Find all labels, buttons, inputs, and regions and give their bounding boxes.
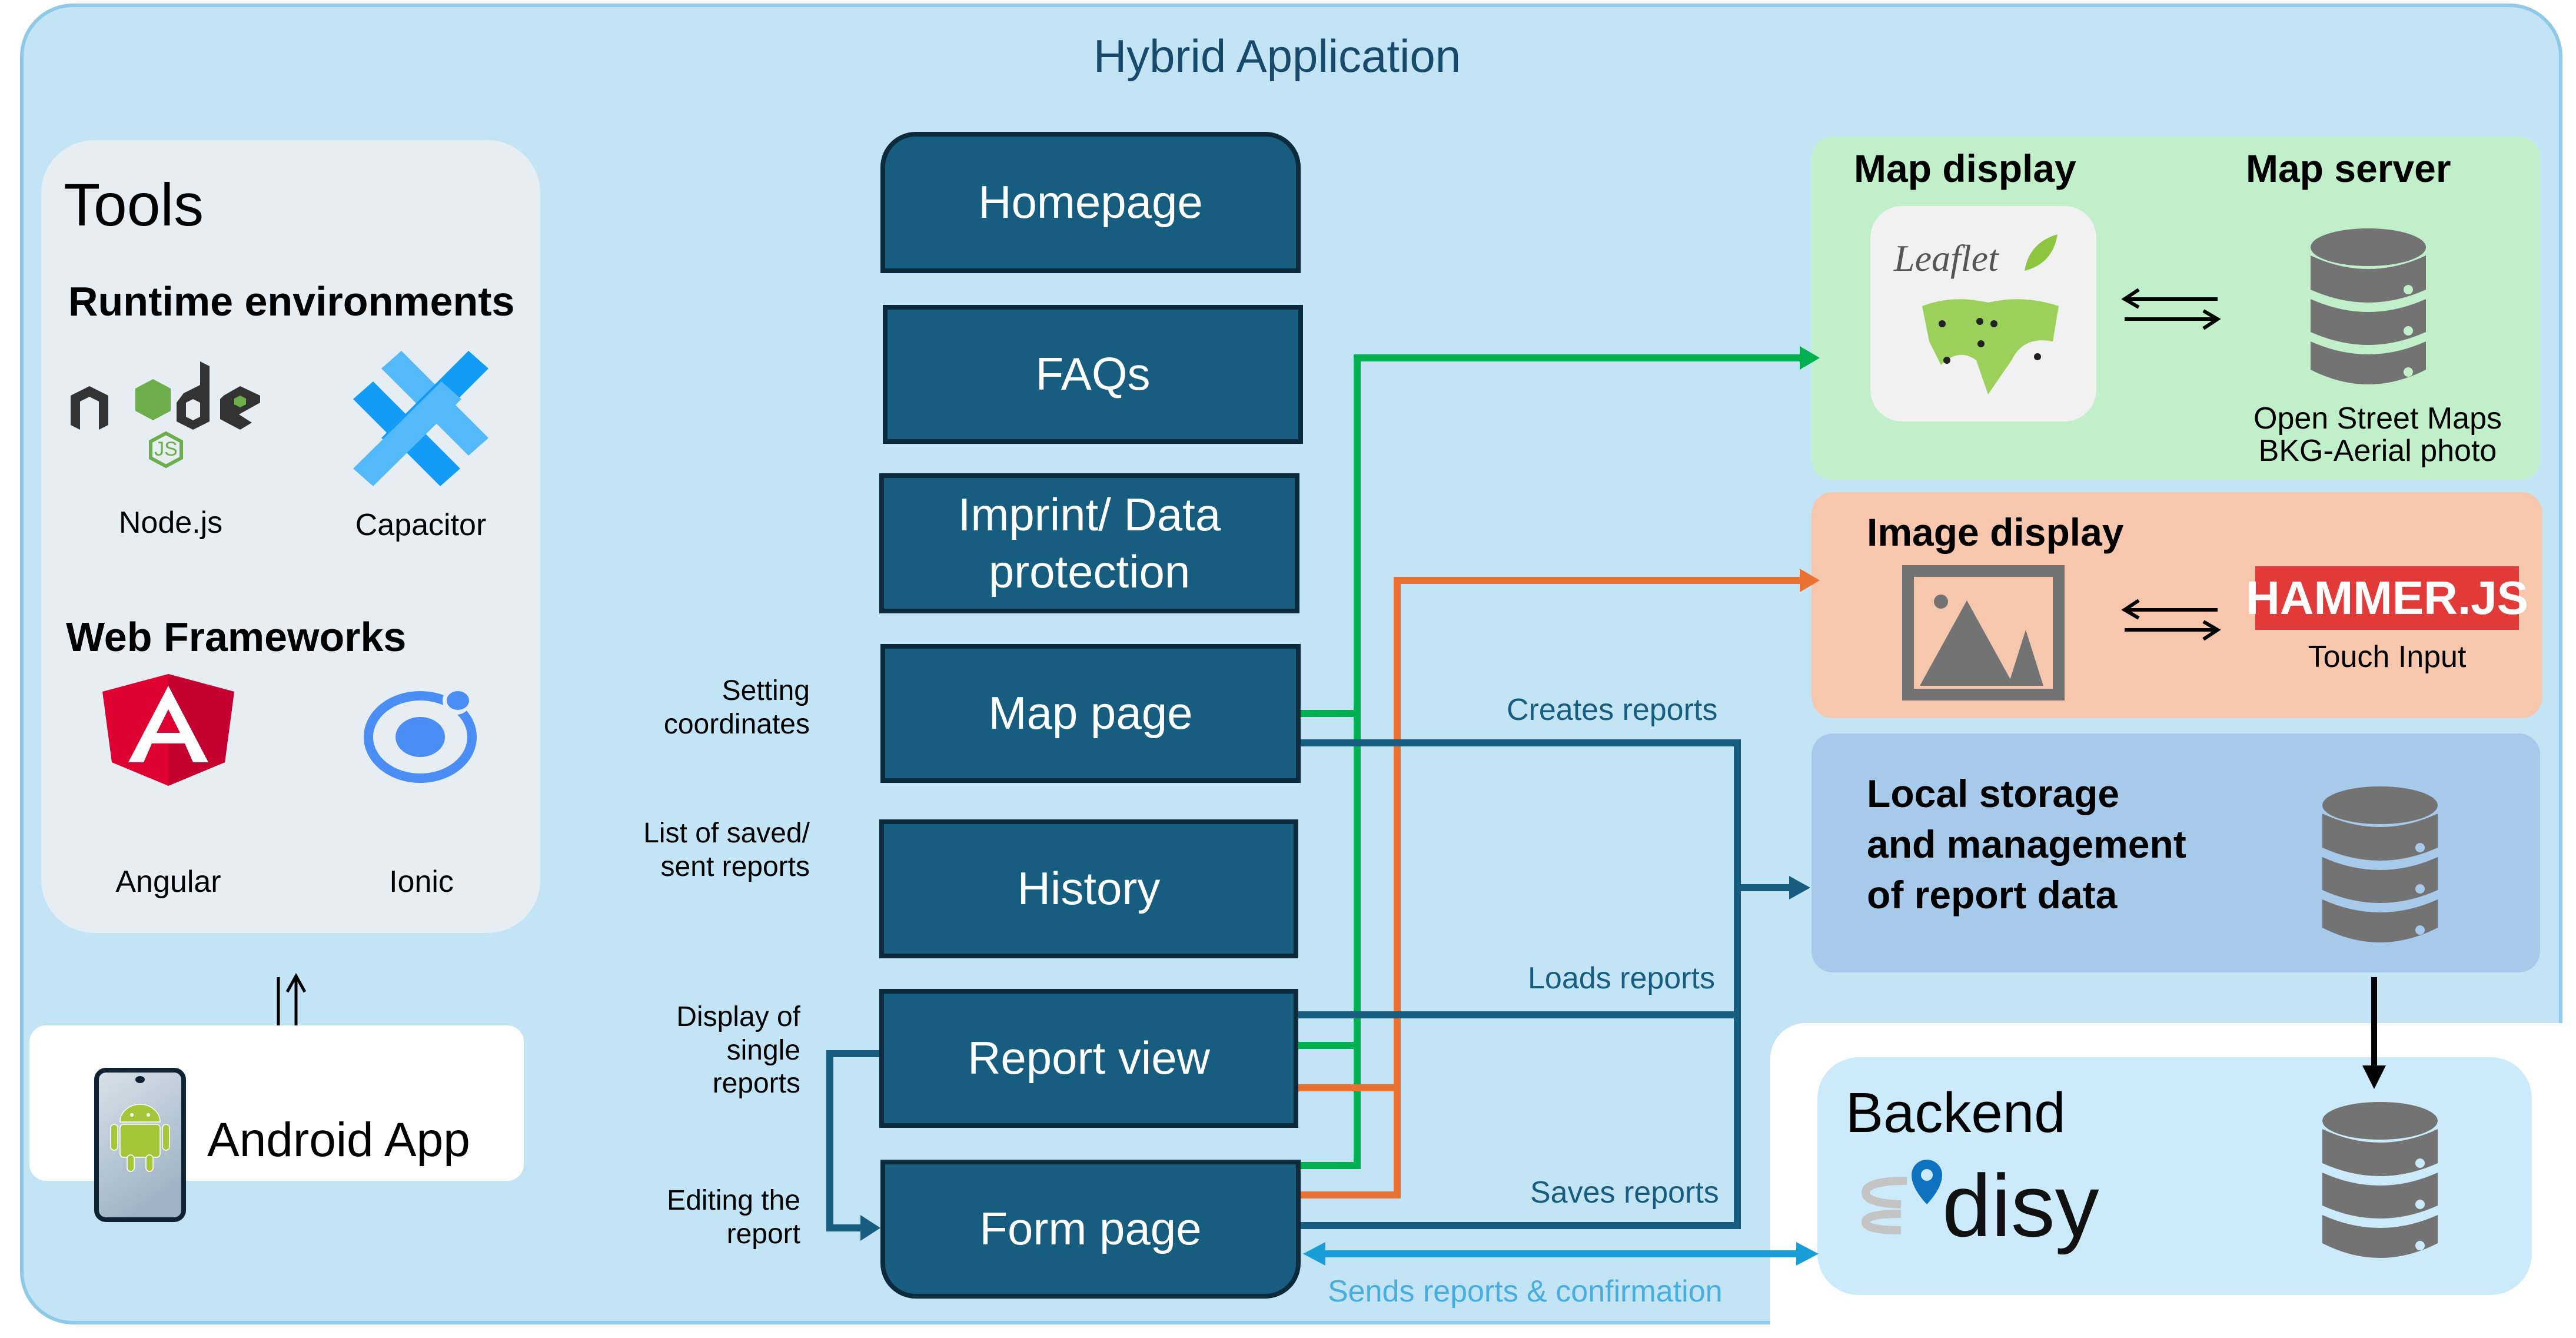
leaflet-wordmark: Leaflet: [1893, 237, 2000, 279]
creates-reports-label: Creates reports: [1507, 693, 1718, 727]
ionic-label: Ionic: [389, 865, 454, 899]
loads-reports-label: Loads reports: [1528, 961, 1715, 995]
android-app-label: Android App: [207, 1113, 470, 1167]
page-faqs-label: FAQs: [1035, 348, 1151, 400]
page-faqs[interactable]: FAQs: [883, 305, 1303, 444]
map-display-connector: [1298, 354, 1800, 1169]
angular-label: Angular: [115, 865, 221, 899]
image-display-heading: Image display: [1867, 510, 2124, 554]
note-map-page: Setting coordinates: [663, 675, 810, 740]
nodejs-logo-icon: JS: [66, 360, 272, 493]
capacitor-logo-icon: [353, 351, 488, 486]
map-server-database-icon: [2311, 228, 2426, 390]
hammerjs-caption: Touch Input: [2308, 640, 2467, 674]
note-form-page: Editing the report: [667, 1185, 800, 1250]
local-database-icon: [2322, 786, 2438, 948]
storage-arrowhead-icon: [1789, 876, 1810, 899]
note-report-view: Display of single reports: [676, 1001, 800, 1100]
svg-text:JS: JS: [154, 438, 178, 460]
note-history: List of saved/ sent reports: [643, 818, 810, 882]
disy-logo-icon: [1860, 1157, 1942, 1240]
angular-logo-icon: [102, 674, 234, 786]
sends-reports-label: Sends reports & confirmation: [1328, 1274, 1723, 1309]
nodejs-label: Node.js: [118, 506, 223, 540]
storage-heading-2: and management: [1867, 822, 2186, 866]
page-map-label: Map page: [988, 687, 1193, 739]
page-form[interactable]: Form page: [880, 1160, 1301, 1299]
page-report-view-label: Report view: [968, 1032, 1210, 1084]
leaflet-logo-icon: Leaflet: [1870, 206, 2096, 421]
storage-heading: Local storage and management of report d…: [1867, 769, 2186, 920]
storage-heading-1: Local storage: [1867, 772, 2120, 815]
image-placeholder-icon: [1902, 565, 2065, 732]
page-history-label: History: [1017, 862, 1161, 915]
diagram-title: Hybrid Application: [1093, 30, 1461, 82]
page-form-label: Form page: [979, 1203, 1202, 1255]
page-imprint[interactable]: Imprint/ Data protection: [879, 473, 1299, 613]
saves-reports-label: Saves reports: [1530, 1176, 1719, 1210]
storage-connector: [826, 739, 1790, 1231]
disy-wordmark: disy: [1942, 1156, 2099, 1255]
map-server-caption: Open Street Maps BKG-Aerial photo: [2248, 403, 2507, 467]
page-report-view[interactable]: Report view: [879, 989, 1298, 1128]
tools-heading: Tools: [64, 171, 204, 238]
page-homepage[interactable]: Homepage: [880, 132, 1301, 273]
map-arrowhead-icon: [1800, 346, 1820, 370]
form-arrowhead-icon: [860, 1215, 880, 1241]
ionic-logo-icon: [364, 683, 481, 783]
image-arrowhead-icon: [1800, 569, 1820, 592]
backend-right-arrowhead-icon: [1796, 1242, 1819, 1266]
storage-heading-3: of report data: [1867, 872, 2118, 917]
sync-arrowhead-icon: [2362, 1065, 2386, 1089]
map-server-caption-1: Open Street Maps: [2253, 401, 2502, 436]
map-server-heading: Map server: [2246, 147, 2451, 190]
page-imprint-label: Imprint/ Data protection: [958, 488, 1221, 598]
frameworks-heading: Web Frameworks: [66, 614, 407, 660]
android-phone-icon: [94, 1068, 186, 1222]
page-homepage-label: Homepage: [978, 176, 1203, 228]
page-history[interactable]: History: [879, 819, 1298, 958]
swap-arrows-icon: [2121, 288, 2221, 330]
runtime-heading: Runtime environments: [68, 278, 515, 324]
image-display-connector: [1298, 577, 1800, 1198]
backend-left-arrowhead-icon: [1303, 1242, 1325, 1266]
swap-arrows-icon: [2121, 599, 2221, 641]
backend-heading: Backend: [1846, 1081, 2066, 1144]
tools-panel: [41, 140, 540, 933]
map-display-heading: Map display: [1854, 147, 2076, 190]
hammerjs-logo: HAMMER.JS: [2246, 566, 2528, 630]
map-server-caption-2: BKG-Aerial photo: [2258, 433, 2497, 468]
page-map[interactable]: Map page: [880, 644, 1301, 783]
backend-database-icon: [2322, 1102, 2438, 1263]
capacitor-label: Capacitor: [355, 508, 487, 542]
